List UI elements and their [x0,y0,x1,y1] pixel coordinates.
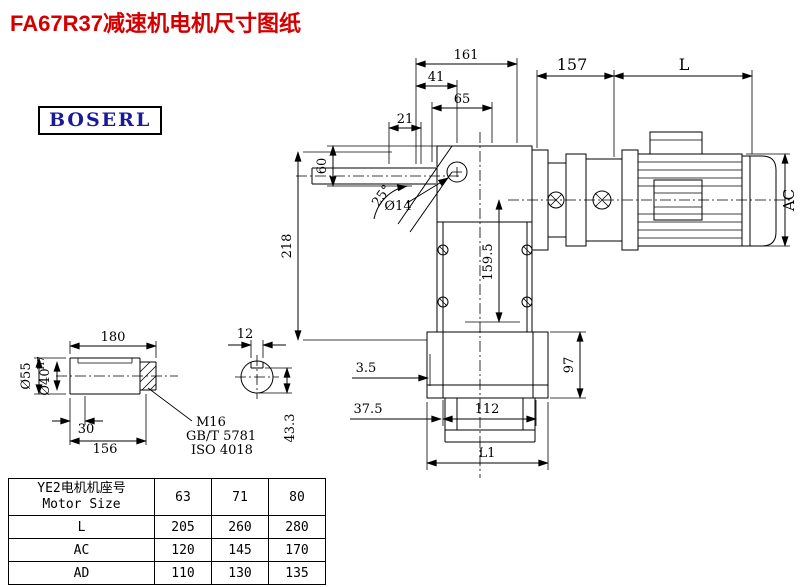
table-header-row: YE2电机机座号 Motor Size 63 71 80 [8,478,326,516]
dim-41-label: 41 [428,70,445,85]
table-cell: 110 [154,561,212,585]
dim-161-label: 161 [454,48,479,63]
fan-cowl [742,155,777,247]
dim-112-label: 112 [475,402,500,417]
table-row-label-L: L [8,515,155,539]
dim-dia14-label: Ø14 [384,199,411,214]
terminal-box [649,131,703,155]
dim-157-label: 157 [557,55,588,74]
dim-dia40-tolerance: H7 [37,356,47,370]
dim-180-label: 180 [101,330,126,345]
motor [531,131,777,251]
table-row-label-AC: AC [8,538,155,562]
shaft-detail-view: 180 Ø55 Ø40 H7 30 156 M16 GB/T 5781 ISO [19,327,298,458]
table-row-L: L 205 260 280 [8,515,326,539]
dim-dia40-label: Ø40 [38,368,53,395]
table-cell-size-63: 63 [154,478,212,516]
shaft-center-marks [547,190,612,210]
angled-cover [397,145,468,233]
dim-AC-label: AC [780,189,798,212]
table-cell-size-80: 80 [268,478,326,516]
table-header-label-en: Motor Size [42,497,121,512]
table-cell: 145 [211,538,269,562]
main-view: 161 41 65 21 60 218 Ø14 [280,48,798,478]
dim-21-label: 21 [397,112,414,127]
dim-218-label: 218 [280,234,295,259]
dim-97-label: 97 [562,357,577,374]
dim-65-label: 65 [454,92,471,107]
dim-12-label: 12 [237,327,254,342]
dim-156-label: 156 [93,442,118,457]
table-cell: 205 [154,515,212,539]
table-cell: 135 [268,561,326,585]
shaft-cross-section: 12 43.3 [228,327,298,442]
table-cell: 280 [268,515,326,539]
shaft-body [69,357,157,395]
motor-size-table: YE2电机机座号 Motor Size 63 71 80 L 205 260 2… [8,478,326,585]
dim-3-5-label: 3.5 [356,361,377,376]
main-dimensions: 161 41 65 21 60 218 Ø14 [280,48,798,470]
standard-gb-label: GB/T 5781 [186,429,256,444]
dim-43-3-label: 43.3 [283,414,298,443]
bolt-marks [437,244,533,308]
table-row-AC: AC 120 145 170 [8,538,326,562]
table-header-label: YE2电机机座号 Motor Size [8,478,155,516]
dim-60-label: 60 [315,158,330,175]
table-cell: 170 [268,538,326,562]
brand-logo: BOSERL [38,106,163,135]
table-row-label-AD: AD [8,561,155,585]
thread-callout-label: M16 [196,415,226,430]
shaft-dimensions: 180 Ø55 Ø40 H7 30 156 M16 GB/T 5781 ISO [19,330,256,458]
mounting-foot [426,331,549,399]
table-cell: 130 [211,561,269,585]
table-row-AD: AD 110 130 135 [8,561,326,585]
dim-L1-label: L1 [479,446,496,461]
dim-dia55-label: Ø55 [19,362,34,389]
table-cell: 120 [154,538,212,562]
dim-37-5-label: 37.5 [354,402,383,417]
table-cell: 260 [211,515,269,539]
page-title: FA67R37减速机电机尺寸图纸 [10,11,301,36]
dim-159-5-label: 159.5 [481,243,496,280]
standard-iso-label: ISO 4018 [191,443,253,458]
table-cell-size-71: 71 [211,478,269,516]
dim-30-label: 30 [78,422,95,437]
dim-L-label: L [679,55,690,74]
table-header-label-cn: YE2电机机座号 [37,481,126,496]
